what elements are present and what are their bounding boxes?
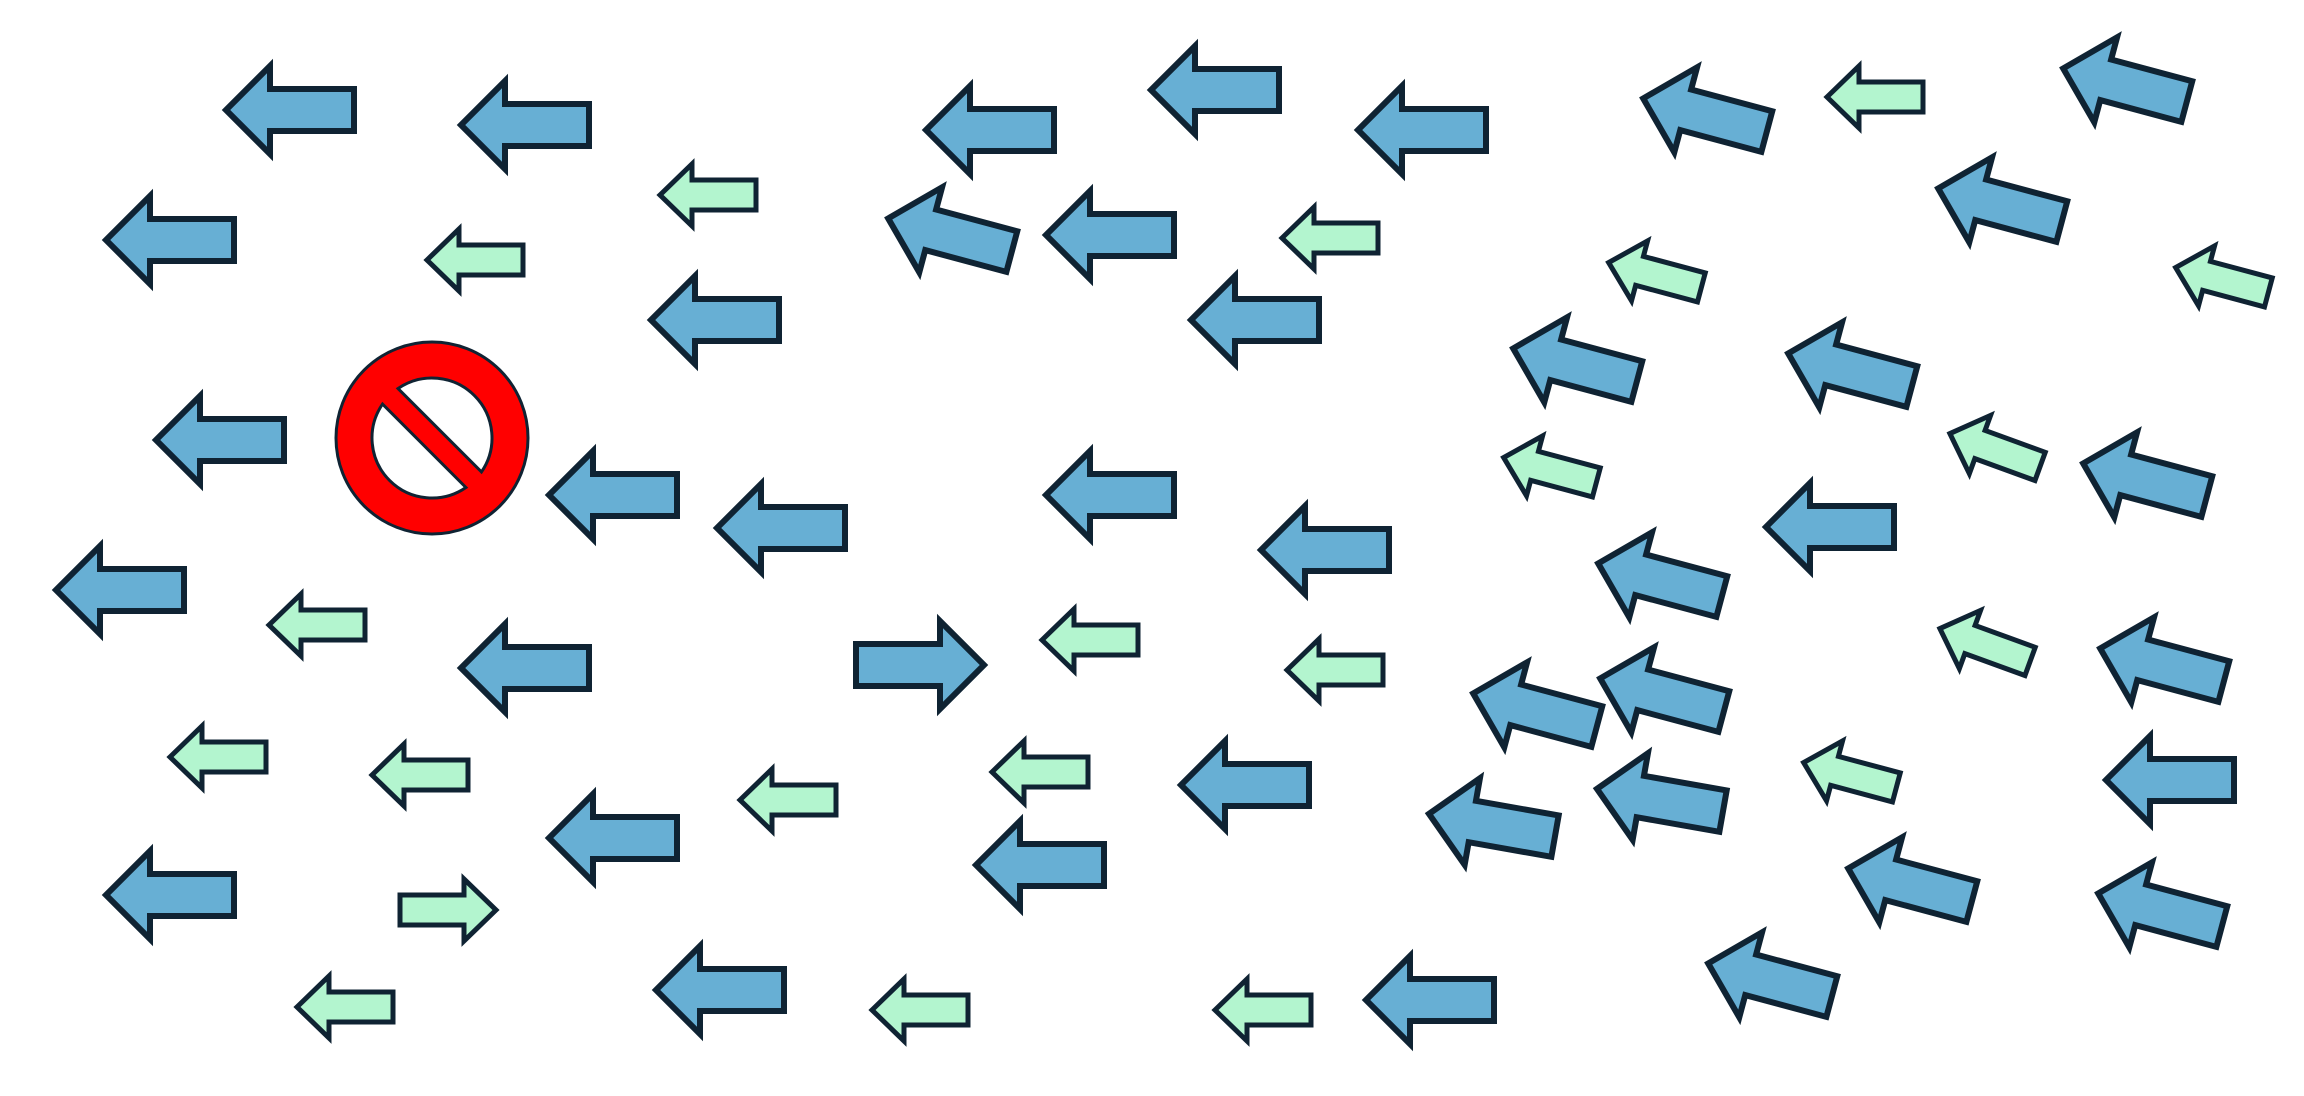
large-left-arrow [971, 813, 1107, 917]
large-left-arrow [1361, 948, 1497, 1052]
small-left-arrow [1211, 973, 1314, 1047]
small-right-arrow [397, 873, 500, 947]
large-left-arrow [221, 58, 357, 162]
large-left-arrow [2059, 31, 2196, 131]
large-left-arrow [456, 616, 592, 720]
large-left-arrow [1594, 526, 1731, 626]
small-left-arrow [293, 970, 396, 1044]
no-entry-icon [334, 340, 530, 536]
large-left-arrow [1041, 443, 1177, 547]
large-left-arrow [1256, 498, 1392, 602]
small-left-arrow [1823, 60, 1926, 134]
small-left-arrow [1800, 735, 1904, 808]
large-left-arrow [1186, 268, 1322, 372]
large-left-arrow [651, 938, 787, 1042]
small-left-arrow [1946, 410, 2049, 484]
large-left-arrow [1353, 78, 1489, 182]
small-left-arrow [1936, 605, 2039, 679]
large-left-arrow [1596, 641, 1733, 741]
no-entry-inner-upper [395, 376, 494, 475]
large-left-arrow [2096, 611, 2233, 711]
large-left-arrow [2079, 426, 2216, 526]
small-left-arrow [988, 735, 1091, 809]
small-left-arrow [656, 158, 759, 232]
large-right-arrow [853, 613, 989, 717]
large-left-arrow [456, 73, 592, 177]
large-left-arrow [1509, 311, 1646, 411]
large-left-arrow [1639, 61, 1776, 161]
large-left-arrow [1761, 475, 1897, 579]
large-left-arrow [101, 843, 237, 947]
small-left-arrow [2172, 240, 2276, 313]
large-left-arrow [884, 181, 1021, 281]
small-left-arrow [423, 223, 526, 297]
small-left-arrow [1283, 633, 1386, 707]
large-left-arrow [1704, 926, 1841, 1026]
no-entry-ring [334, 340, 530, 536]
large-left-arrow [1146, 38, 1282, 142]
small-left-arrow [1500, 430, 1604, 503]
large-left-arrow [712, 476, 848, 580]
small-left-arrow [1278, 201, 1381, 275]
small-left-arrow [1605, 235, 1709, 308]
large-left-arrow [1844, 831, 1981, 931]
large-left-arrow [1176, 733, 1312, 837]
large-left-arrow [1784, 316, 1921, 416]
large-left-arrow [646, 268, 782, 372]
small-left-arrow [265, 588, 368, 662]
no-entry-inner-lower [370, 401, 469, 500]
arrows-layer [51, 31, 2276, 1052]
large-left-arrow [2101, 728, 2237, 832]
small-left-arrow [368, 738, 471, 812]
large-left-arrow [2094, 856, 2231, 956]
large-left-arrow [101, 188, 237, 292]
large-left-arrow [544, 786, 680, 890]
large-left-arrow [1424, 771, 1563, 873]
large-left-arrow [1934, 151, 2071, 251]
large-left-arrow [921, 78, 1057, 182]
large-left-arrow [544, 443, 680, 547]
large-left-arrow [51, 538, 187, 642]
large-left-arrow [1041, 183, 1177, 287]
small-left-arrow [736, 763, 839, 837]
large-left-arrow [1592, 746, 1731, 848]
small-left-arrow [868, 973, 971, 1047]
large-left-arrow [1469, 656, 1606, 756]
small-left-arrow [166, 720, 269, 794]
small-left-arrow [1038, 603, 1141, 677]
large-left-arrow [151, 388, 287, 492]
